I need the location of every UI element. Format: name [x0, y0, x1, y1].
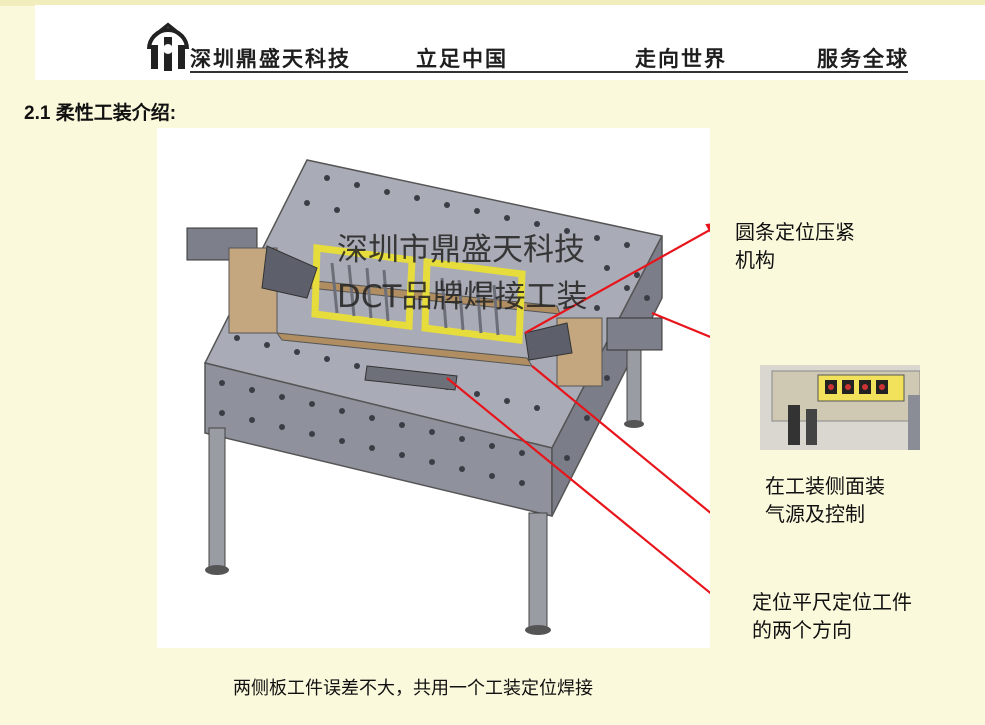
- air-control-panel-photo: [760, 365, 921, 450]
- callout-air-line1: 在工装侧面装: [765, 474, 885, 498]
- callout-air-line2: 气源及控制: [765, 502, 865, 526]
- figure-caption: 两侧板工件误差不大，共用一个工装定位焊接: [233, 678, 593, 699]
- company-logo: [147, 22, 189, 71]
- callout-clamp-mechanism: 圆条定位压紧 机构: [735, 218, 855, 274]
- callout-ruler-line1: 定位平尺定位工件: [752, 590, 912, 614]
- slogan-world: 走向世界: [635, 46, 727, 71]
- slogan-underline: [190, 71, 908, 73]
- watermark-brand: DCT品牌焊接工装: [337, 279, 588, 315]
- top-accent-bar: [0, 0, 985, 6]
- fixture-figure: 深圳市鼎盛天科技 DCT品牌焊接工装: [157, 128, 779, 648]
- callout-air-source: 在工装侧面装 气源及控制: [765, 472, 885, 528]
- slogan-company: 深圳鼎盛天科技: [190, 46, 351, 71]
- section-title: 2.1 柔性工装介绍:: [24, 103, 177, 124]
- watermark-company: 深圳市鼎盛天科技: [337, 232, 585, 268]
- callout-ruler-line2: 的两个方向: [752, 618, 852, 642]
- callout-clamp-line2: 机构: [735, 248, 775, 272]
- callout-ruler-positioning: 定位平尺定位工件 的两个方向: [752, 588, 912, 644]
- slogan-china: 立足中国: [416, 46, 508, 71]
- callout-clamp-line1: 圆条定位压紧: [735, 220, 855, 244]
- header-band: 深圳鼎盛天科技 立足中国 走向世界 服务全球: [35, 5, 985, 80]
- slogan-global: 服务全球: [817, 46, 909, 71]
- control-panel-image: [760, 365, 921, 450]
- welding-fixture-illustration: [186, 159, 779, 635]
